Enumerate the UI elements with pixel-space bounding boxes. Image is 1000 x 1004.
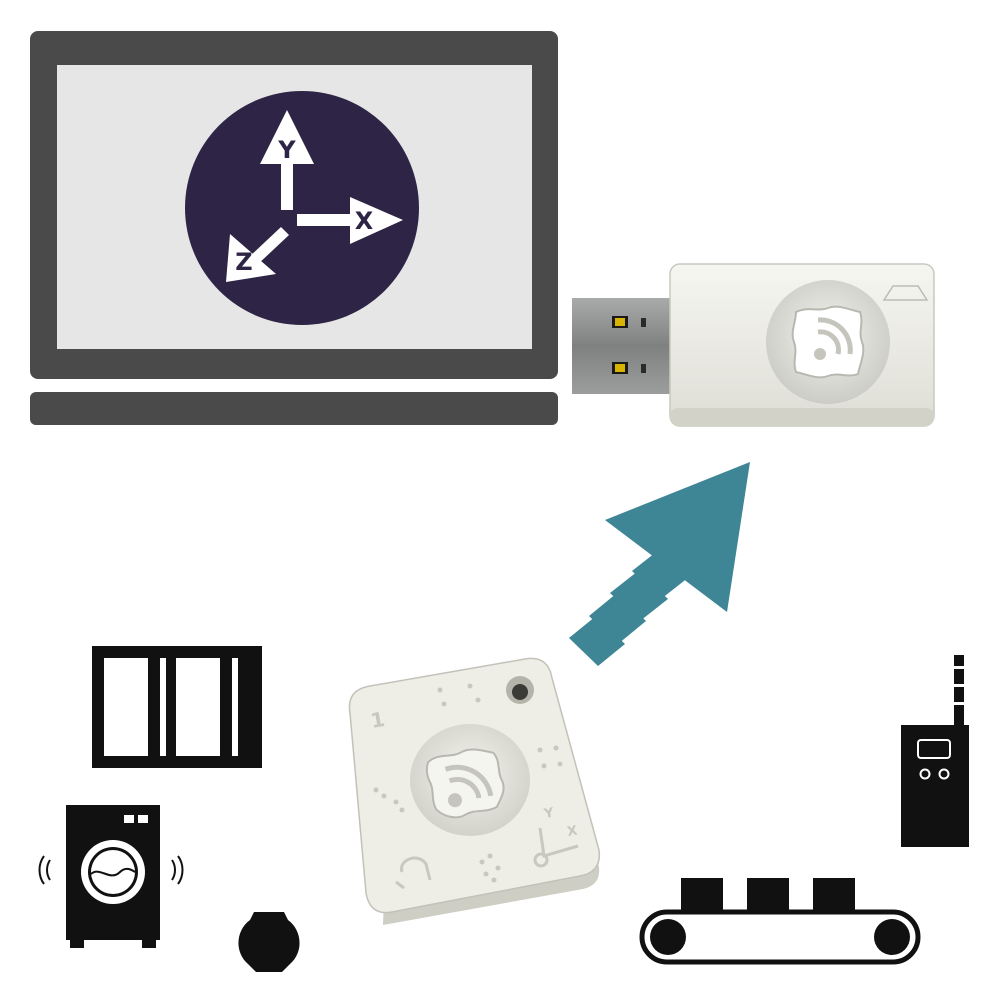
wireless-logo-icon — [791, 305, 865, 379]
usb-symbol-outline — [882, 285, 929, 301]
axes-circle — [185, 91, 419, 325]
z-axis-label: Z — [235, 248, 252, 276]
usb-plug — [572, 298, 674, 394]
tag-magnet-mark — [395, 856, 432, 890]
z-axis-arrow — [226, 227, 289, 282]
y-axis-arrow — [260, 110, 314, 210]
tag-corner-number: 1 — [369, 707, 387, 733]
xyz-axes-icon: Y X Z — [185, 91, 419, 325]
tag-axis-y-label: Y — [542, 805, 555, 822]
tag-wireless-logo-icon — [425, 748, 505, 819]
signal-tower-icon — [901, 655, 969, 847]
usb-dongle-icon — [572, 263, 935, 427]
vase-icon — [238, 912, 300, 972]
y-axis-label: Y — [277, 136, 296, 164]
window-icon — [92, 646, 262, 768]
x-axis-arrow — [297, 197, 403, 244]
tag-axis-mark — [533, 827, 579, 868]
tag-axis-x-label: X — [566, 823, 578, 840]
tag-braille-dots — [373, 683, 563, 883]
washing-machine-icon — [38, 805, 184, 948]
laptop-base — [30, 392, 558, 425]
conveyor-belt-icon — [639, 878, 921, 965]
sensor-tag-icon: 1 Y X — [348, 657, 601, 925]
x-axis-label: X — [355, 207, 374, 235]
transmission-arrow-icon — [569, 462, 750, 666]
